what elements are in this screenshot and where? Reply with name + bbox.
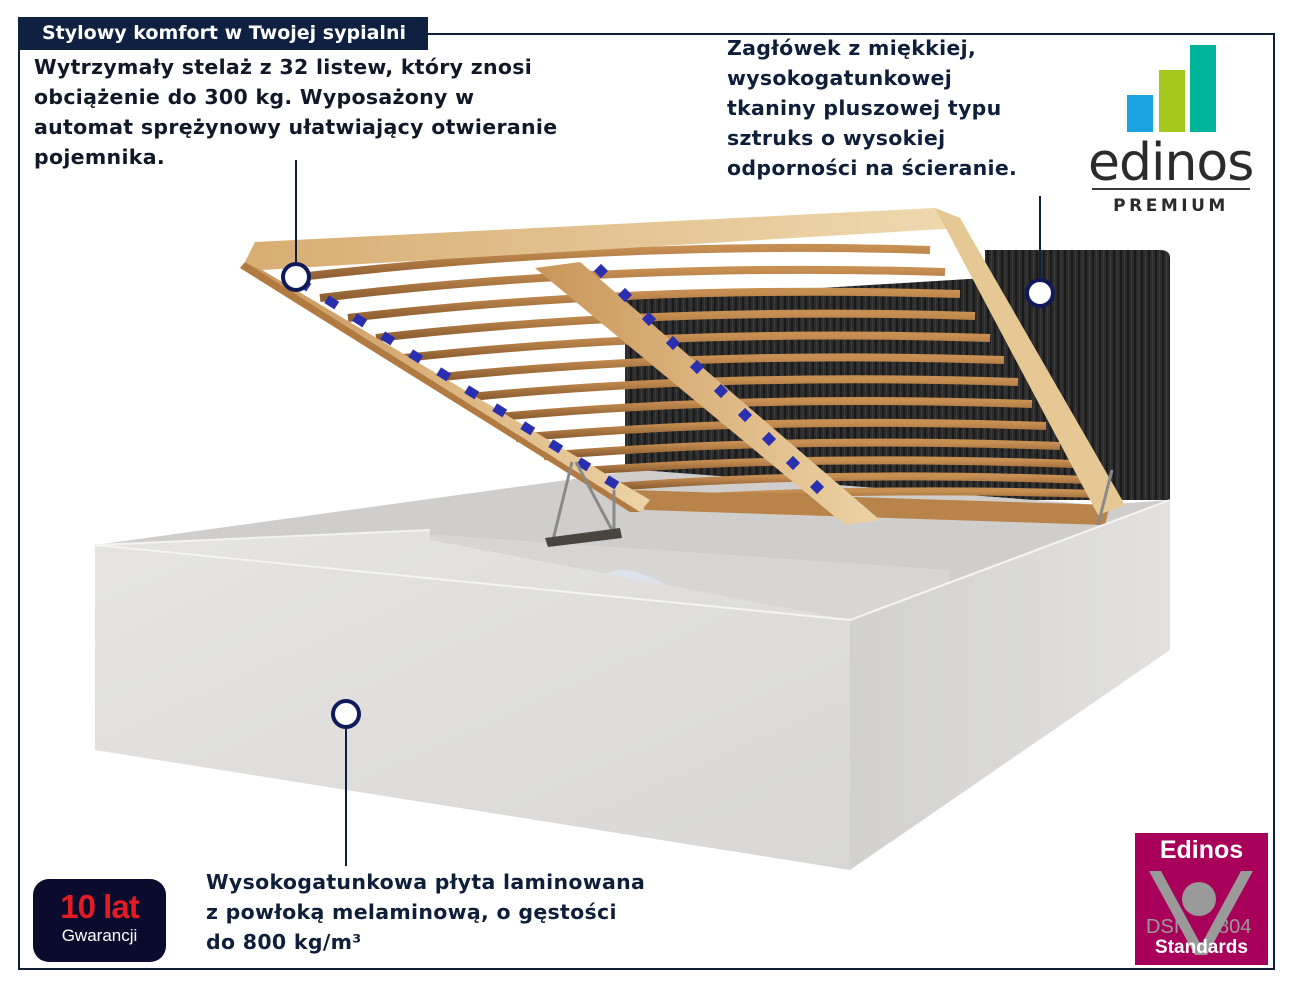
content-frame (18, 33, 1275, 970)
warranty-label: Gwarancji (61, 926, 138, 945)
logo-divider (1092, 188, 1250, 190)
gas-lift (551, 461, 1114, 541)
callout-line: automat sprężynowy ułatwiający otwierani… (34, 115, 558, 139)
warranty-badge: 10 lat Gwarancji (33, 879, 166, 962)
logo-bar-icon (1159, 70, 1185, 132)
callout-line: tkaniny pluszowej typu (727, 96, 1002, 120)
edinos-premium-logo: edinos PREMIUM (1088, 40, 1258, 220)
callout-line: odporności na ścieranie. (727, 156, 1018, 180)
callout-line: Zagłówek z miękkiej, (727, 36, 977, 60)
standards-badge: Edinos DSI 804 Standards (1135, 833, 1268, 965)
callout-headboard: Zagłówek z miękkiej, wysokogatunkowej tk… (727, 33, 1017, 183)
logo-bar-icon (1127, 95, 1153, 132)
standards-label: Standards (1155, 937, 1248, 958)
bed-base-side (850, 500, 1170, 870)
callout-line: Wytrzymały stelaż z 32 listew, który zno… (34, 55, 533, 79)
callout-line: z powłoką melaminową, o gęstości (206, 900, 617, 924)
warranty-years: 10 lat (60, 888, 139, 925)
standards-left-code: DSI (1146, 916, 1180, 938)
logo-wordmark: edinos (1088, 133, 1254, 193)
callout-line: obciążenie do 300 kg. Wyposażony w (34, 85, 475, 109)
logo-tagline: PREMIUM (1113, 196, 1229, 216)
callout-line: pojemnika. (34, 145, 165, 169)
standards-v-icon (1149, 871, 1253, 955)
callout-line: sztruks o wysokiej (727, 126, 946, 150)
logo-bar-icon (1190, 45, 1216, 132)
callout-markers (281, 160, 1055, 866)
slat-frame (240, 208, 1125, 525)
standards-right-code: 804 (1218, 916, 1252, 938)
callout-slat-frame: Wytrzymały stelaż z 32 listew, który zno… (34, 52, 557, 172)
callout-line: do 800 kg/m³ (206, 930, 362, 954)
bed-base-front (95, 530, 850, 870)
page-title: Stylowy komfort w Twojej sypialni (18, 17, 428, 50)
callout-laminated-board: Wysokogatunkowa płyta laminowana z powło… (206, 867, 645, 957)
callout-line: Wysokogatunkowa płyta laminowana (206, 870, 646, 894)
callout-line: wysokogatunkowej (727, 66, 953, 90)
standards-brand: Edinos (1159, 836, 1244, 864)
